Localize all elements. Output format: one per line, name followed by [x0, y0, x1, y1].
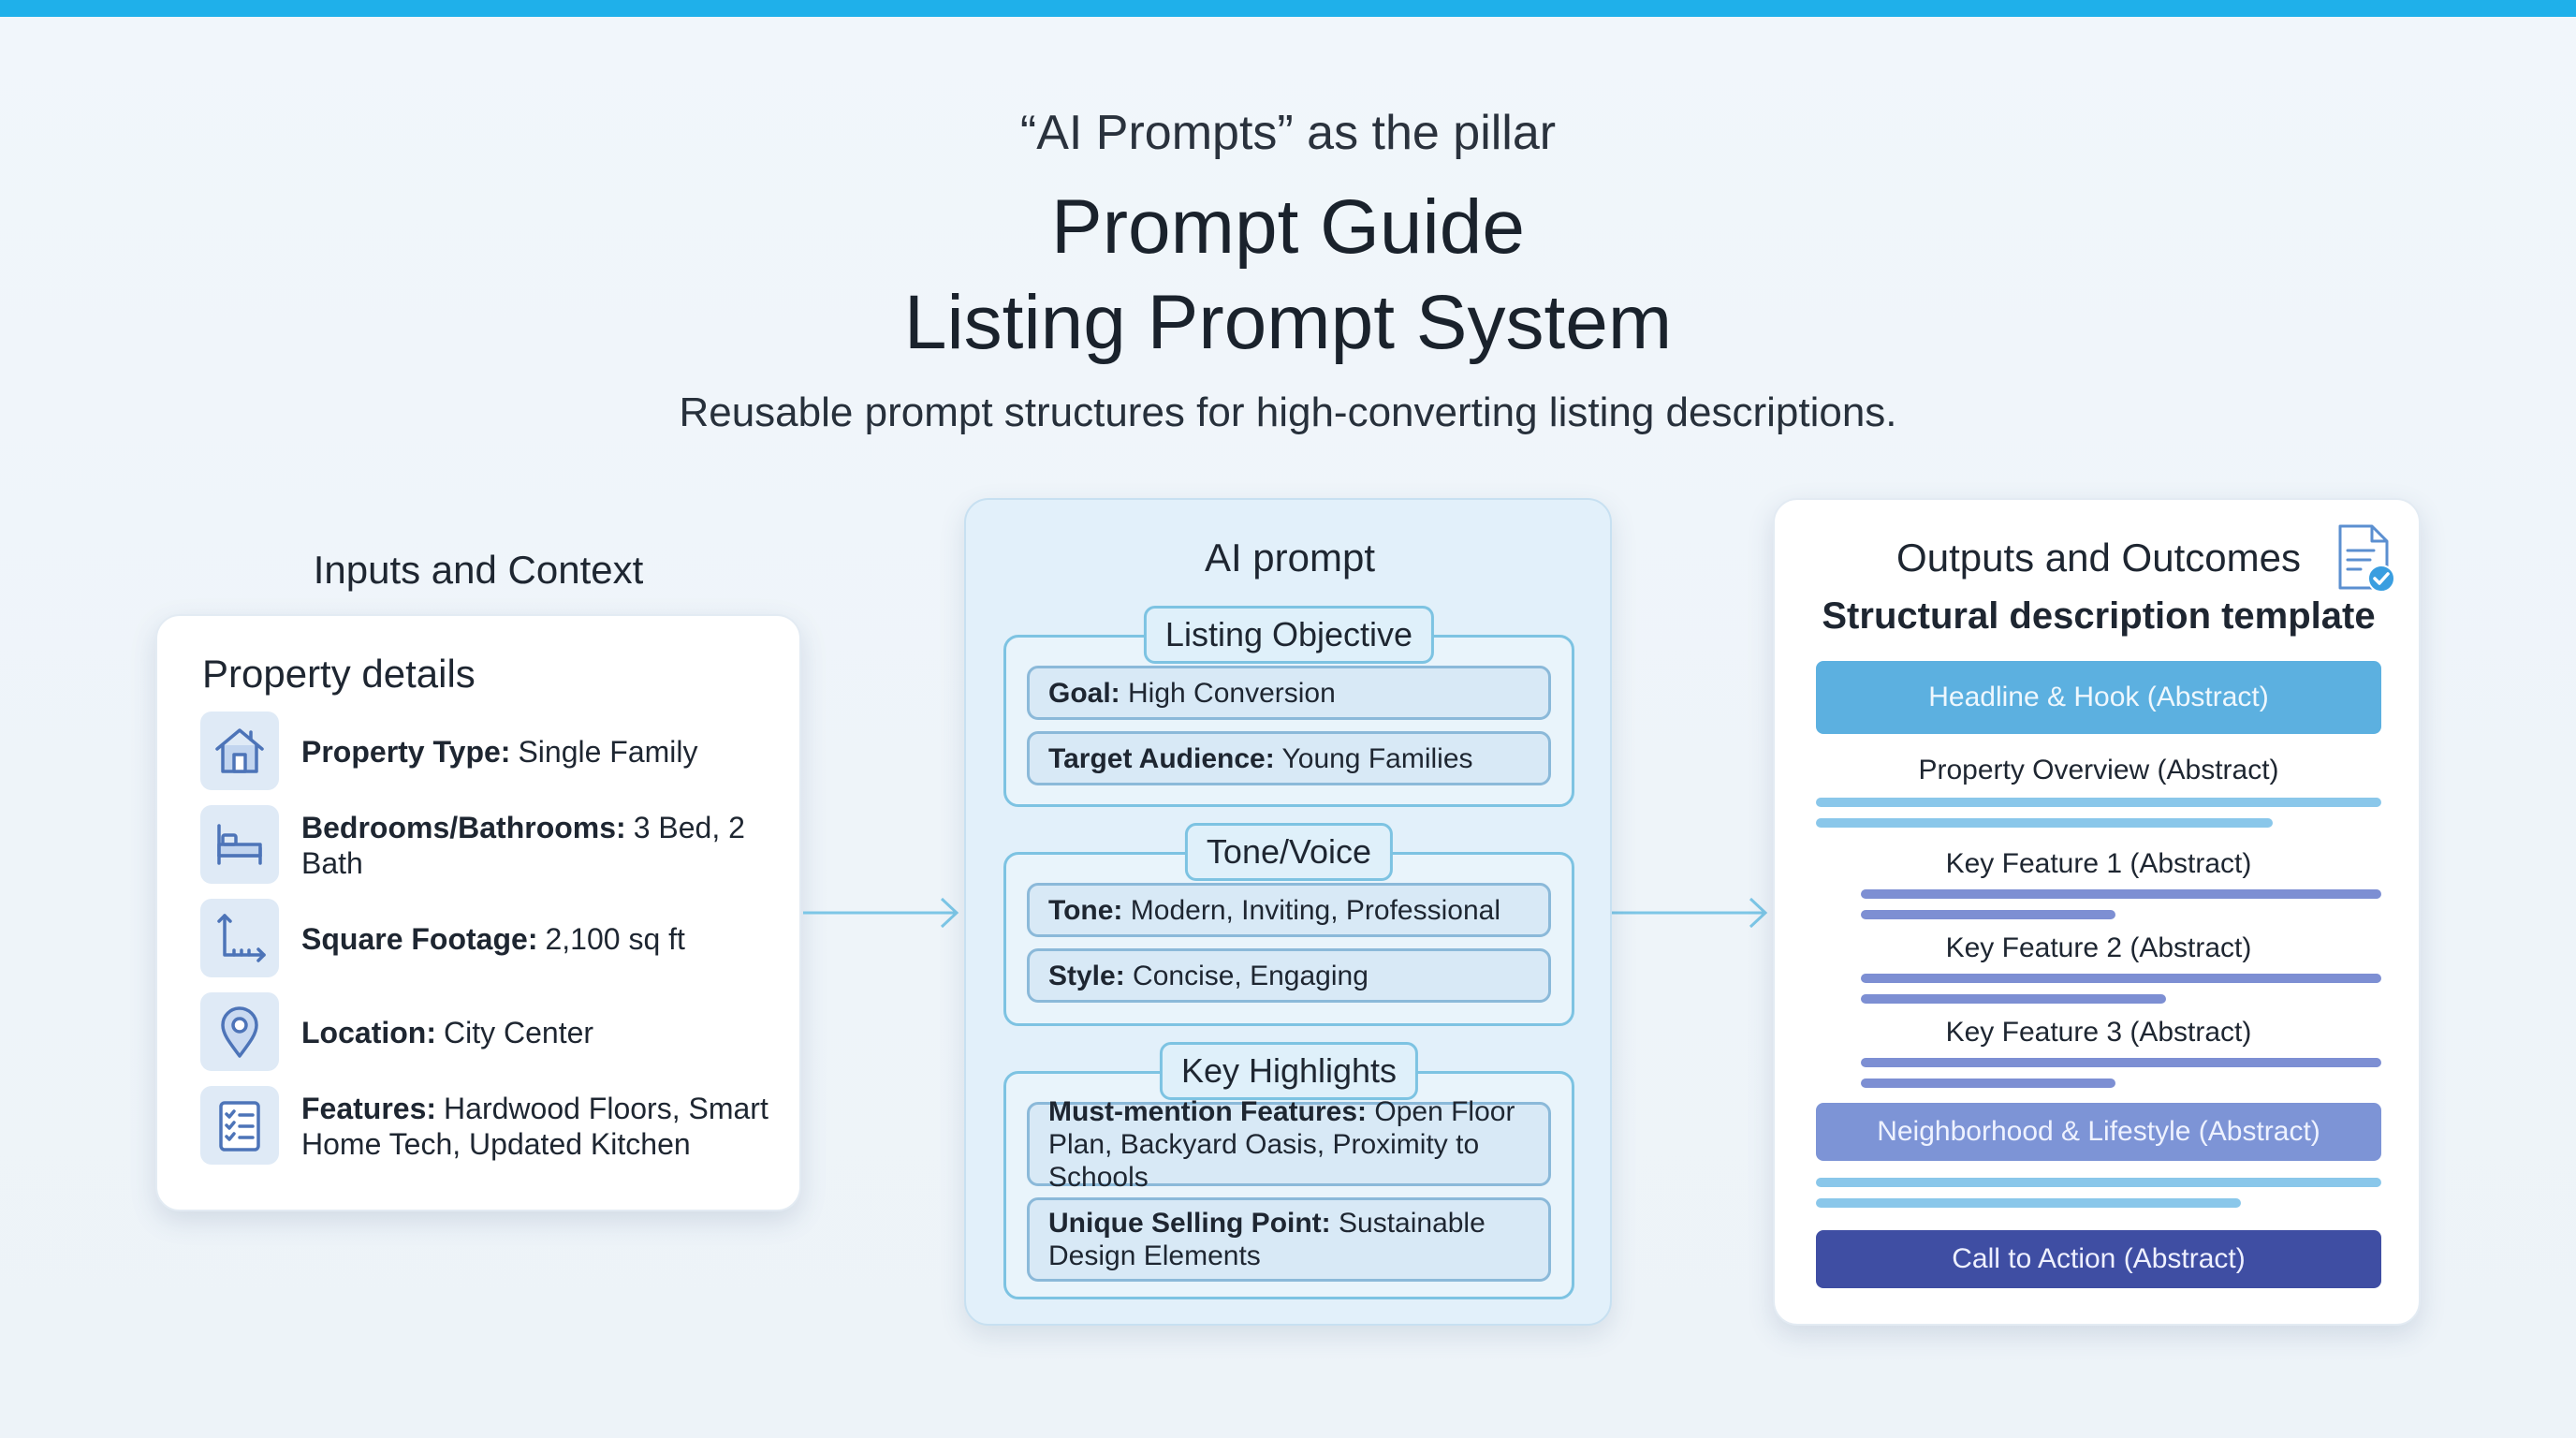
- square-footage-label: Square Footage:: [301, 922, 538, 956]
- tone-voice-label: Tone/Voice: [1184, 823, 1394, 881]
- ai-prompt-card: AI prompt Listing Objective Goal: High C…: [964, 498, 1612, 1326]
- overview-line-2: [1816, 818, 2273, 828]
- unique-selling-point-label: Unique Selling Point:: [1048, 1208, 1331, 1239]
- tone-label: Tone:: [1048, 894, 1123, 926]
- overview-line-1: [1816, 798, 2381, 807]
- page-title: Prompt Guide: [1051, 184, 1525, 270]
- listing-objective-group: Listing Objective Goal: High Conversion …: [1003, 606, 1574, 807]
- document-check-icon: [2338, 524, 2395, 593]
- outputs-card: Outputs and Outcomes Structural descript…: [1773, 498, 2421, 1326]
- bedrooms-label: Bedrooms/Bathrooms:: [301, 811, 626, 844]
- headline-hook-block: Headline & Hook (Abstract): [1816, 661, 2381, 734]
- feature-2-line-1: [1861, 974, 2381, 983]
- bed-icon: [200, 805, 279, 884]
- must-mention-label: Must-mention Features:: [1048, 1095, 1368, 1127]
- features-value: Hardwood Floors, Smart Home Tech, Update…: [301, 1092, 768, 1161]
- unique-selling-point-value: Sustainable Design Elements: [1048, 1208, 1486, 1271]
- square-footage-value: 2,100 sq ft: [545, 922, 685, 956]
- call-to-action-block: Call to Action (Abstract): [1816, 1230, 2381, 1288]
- feature-2-line-2: [1861, 994, 2166, 1004]
- neighborhood-lifestyle-block: Neighborhood & Lifestyle (Abstract): [1816, 1103, 2381, 1161]
- key-feature-2-label: Key Feature 2 (Abstract): [1945, 932, 2252, 963]
- bedrooms-value: 3 Bed, 2 Bath: [301, 811, 745, 880]
- property-type-value: Single Family: [518, 735, 698, 769]
- page-title-line2: Listing Prompt System: [903, 280, 1673, 365]
- target-audience-label: Target Audience:: [1048, 742, 1275, 774]
- style-field: Style: Concise, Engaging: [1027, 948, 1551, 1003]
- location-value: City Center: [443, 1016, 594, 1049]
- location-row: Location:City Center: [200, 992, 771, 1073]
- target-audience-field: Target Audience: Young Families: [1027, 731, 1551, 785]
- checklist-icon: [200, 1086, 279, 1165]
- property-overview-label: Property Overview (Abstract): [1918, 755, 2279, 785]
- outputs-title: Outputs and Outcomes: [1896, 536, 2301, 580]
- inputs-to-prompt-arrow: [803, 897, 959, 929]
- property-type-row: Property Type:Single Family: [200, 712, 771, 792]
- square-footage-row: Square Footage:2,100 sq ft: [200, 899, 771, 979]
- feature-3-line-1: [1861, 1058, 2381, 1067]
- feature-3-line-2: [1861, 1078, 2115, 1088]
- page-subtitle: Reusable prompt structures for high-conv…: [679, 389, 1897, 435]
- location-pin-icon: [200, 992, 279, 1071]
- key-highlights-label: Key Highlights: [1159, 1042, 1419, 1100]
- ai-prompt-title: AI prompt: [1204, 536, 1376, 580]
- eyebrow-text: “AI Prompts” as the pillar: [1019, 106, 1557, 160]
- unique-selling-point-field: Unique Selling Point: Sustainable Design…: [1027, 1197, 1551, 1282]
- tone-field: Tone: Modern, Inviting, Professional: [1027, 883, 1551, 937]
- goal-value: High Conversion: [1128, 677, 1336, 709]
- house-icon: [200, 712, 279, 790]
- must-mention-field: Must-mention Features: Open Floor Plan, …: [1027, 1096, 1551, 1193]
- must-mention-value: Open Floor Plan, Backyard Oasis, Proximi…: [1048, 1095, 1515, 1193]
- target-audience-value: Young Families: [1281, 742, 1473, 774]
- key-highlights-group: Key Highlights Must-mention Features: Op…: [1003, 1042, 1574, 1299]
- top-accent-bar: [0, 0, 2576, 17]
- template-subtitle: Structural description template: [1822, 595, 2376, 637]
- location-label: Location:: [301, 1016, 436, 1049]
- tone-voice-group: Tone/Voice Tone: Modern, Inviting, Profe…: [1003, 823, 1574, 1026]
- property-type-label: Property Type:: [301, 735, 511, 769]
- feature-1-line-2: [1861, 910, 2115, 919]
- features-label: Features:: [301, 1092, 437, 1125]
- feature-1-line-1: [1861, 889, 2381, 899]
- tone-value: Modern, Inviting, Professional: [1130, 894, 1500, 926]
- style-label: Style:: [1048, 960, 1125, 991]
- key-feature-1-label: Key Feature 1 (Abstract): [1945, 848, 2252, 879]
- property-details-title: Property details: [202, 652, 476, 696]
- goal-label: Goal:: [1048, 677, 1120, 709]
- bedrooms-row: Bedrooms/Bathrooms:3 Bed, 2 Bath: [200, 805, 771, 886]
- key-feature-3-label: Key Feature 3 (Abstract): [1945, 1017, 2252, 1048]
- neighborhood-line-1: [1816, 1178, 2381, 1187]
- listing-objective-label: Listing Objective: [1143, 606, 1435, 664]
- inputs-column-title: Inputs and Context: [313, 548, 644, 592]
- style-value: Concise, Engaging: [1133, 960, 1368, 991]
- prompt-to-outputs-arrow: [1612, 897, 1768, 929]
- property-details-card: Property details Property Type:Single Fa…: [155, 614, 801, 1211]
- neighborhood-line-2: [1816, 1198, 2241, 1208]
- features-row: Features:Hardwood Floors, Smart Home Tec…: [200, 1086, 771, 1167]
- axis-measure-icon: [200, 899, 279, 977]
- goal-field: Goal: High Conversion: [1027, 666, 1551, 720]
